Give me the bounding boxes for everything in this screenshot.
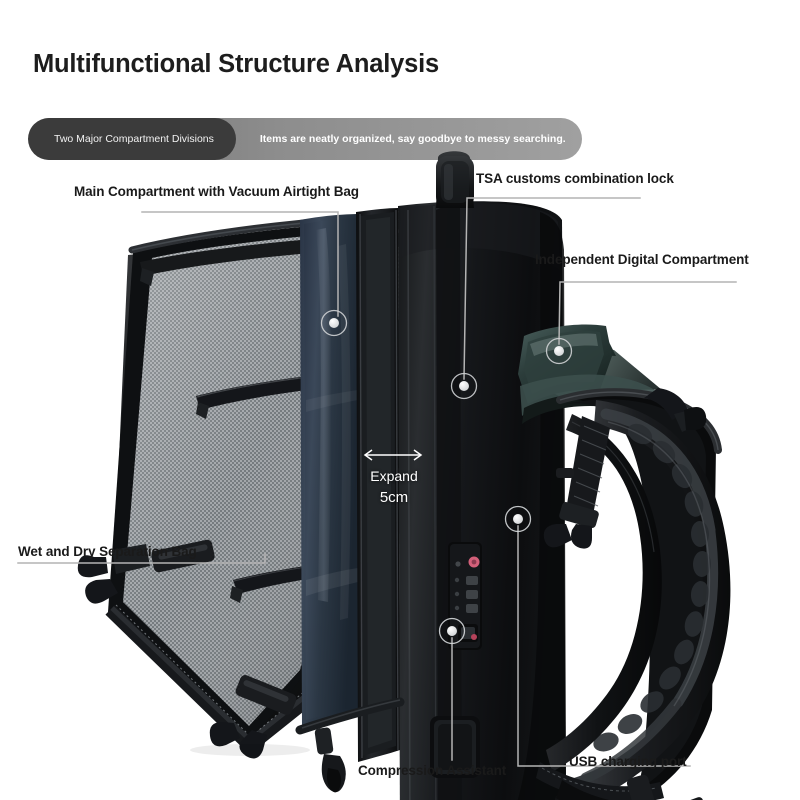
expand-dimension-annotation: Expand 5cm bbox=[362, 466, 426, 508]
expand-value: 5cm bbox=[379, 489, 409, 506]
strap-adjuster bbox=[543, 416, 610, 549]
leader-tsa-lock bbox=[463, 197, 641, 380]
marker-tsa-lock bbox=[450, 372, 478, 400]
shoulder-straps bbox=[536, 388, 731, 800]
leader-wet-dry bbox=[17, 553, 266, 564]
carry-handle bbox=[436, 151, 474, 208]
page-title: Multifunctional Structure Analysis bbox=[33, 50, 439, 78]
lower-pocket-patch bbox=[430, 716, 480, 778]
callout-label-compression-assistant: Compression Assistant bbox=[358, 763, 507, 778]
callout-label-tsa-lock: TSA customs combination lock bbox=[476, 171, 674, 186]
leader-usb bbox=[517, 525, 691, 767]
tsa-combination-lock bbox=[448, 542, 482, 650]
callout-label-digital-compartment: Independent Digital Compartment bbox=[535, 252, 749, 267]
product-illustration bbox=[0, 150, 800, 800]
marker-main-compartment bbox=[320, 309, 348, 337]
leader-digital-compartment bbox=[558, 281, 737, 345]
expand-dimension-arrow bbox=[363, 449, 423, 461]
callout-label-usb-charging-port: USB charging port bbox=[569, 754, 687, 769]
strap-ribs bbox=[593, 423, 712, 752]
marker-digital-compartment bbox=[545, 337, 573, 365]
bottom-zipper bbox=[295, 697, 405, 793]
leader-main-compartment bbox=[141, 211, 339, 317]
banner-pill-label: Two Major Compartment Divisions bbox=[28, 118, 236, 160]
callout-label-wet-dry-separation: Wet and Dry Separation Bag bbox=[18, 544, 197, 559]
flap-buckle-top bbox=[77, 539, 215, 604]
strap-anchor-clip bbox=[644, 388, 707, 432]
vacuum-airtight-bag bbox=[300, 214, 362, 726]
feature-banner: Two Major Compartment Divisions Items ar… bbox=[28, 118, 582, 160]
marker-compression-assistant bbox=[438, 617, 466, 645]
callout-markers bbox=[320, 309, 573, 645]
expand-label: Expand bbox=[370, 468, 418, 484]
banner-description: Items are neatly organized, say goodbye … bbox=[259, 133, 566, 145]
flap-buckle-bottom bbox=[209, 675, 297, 759]
callout-label-main-compartment: Main Compartment with Vacuum Airtight Ba… bbox=[74, 184, 359, 199]
marker-usb-charging-port bbox=[504, 505, 532, 533]
